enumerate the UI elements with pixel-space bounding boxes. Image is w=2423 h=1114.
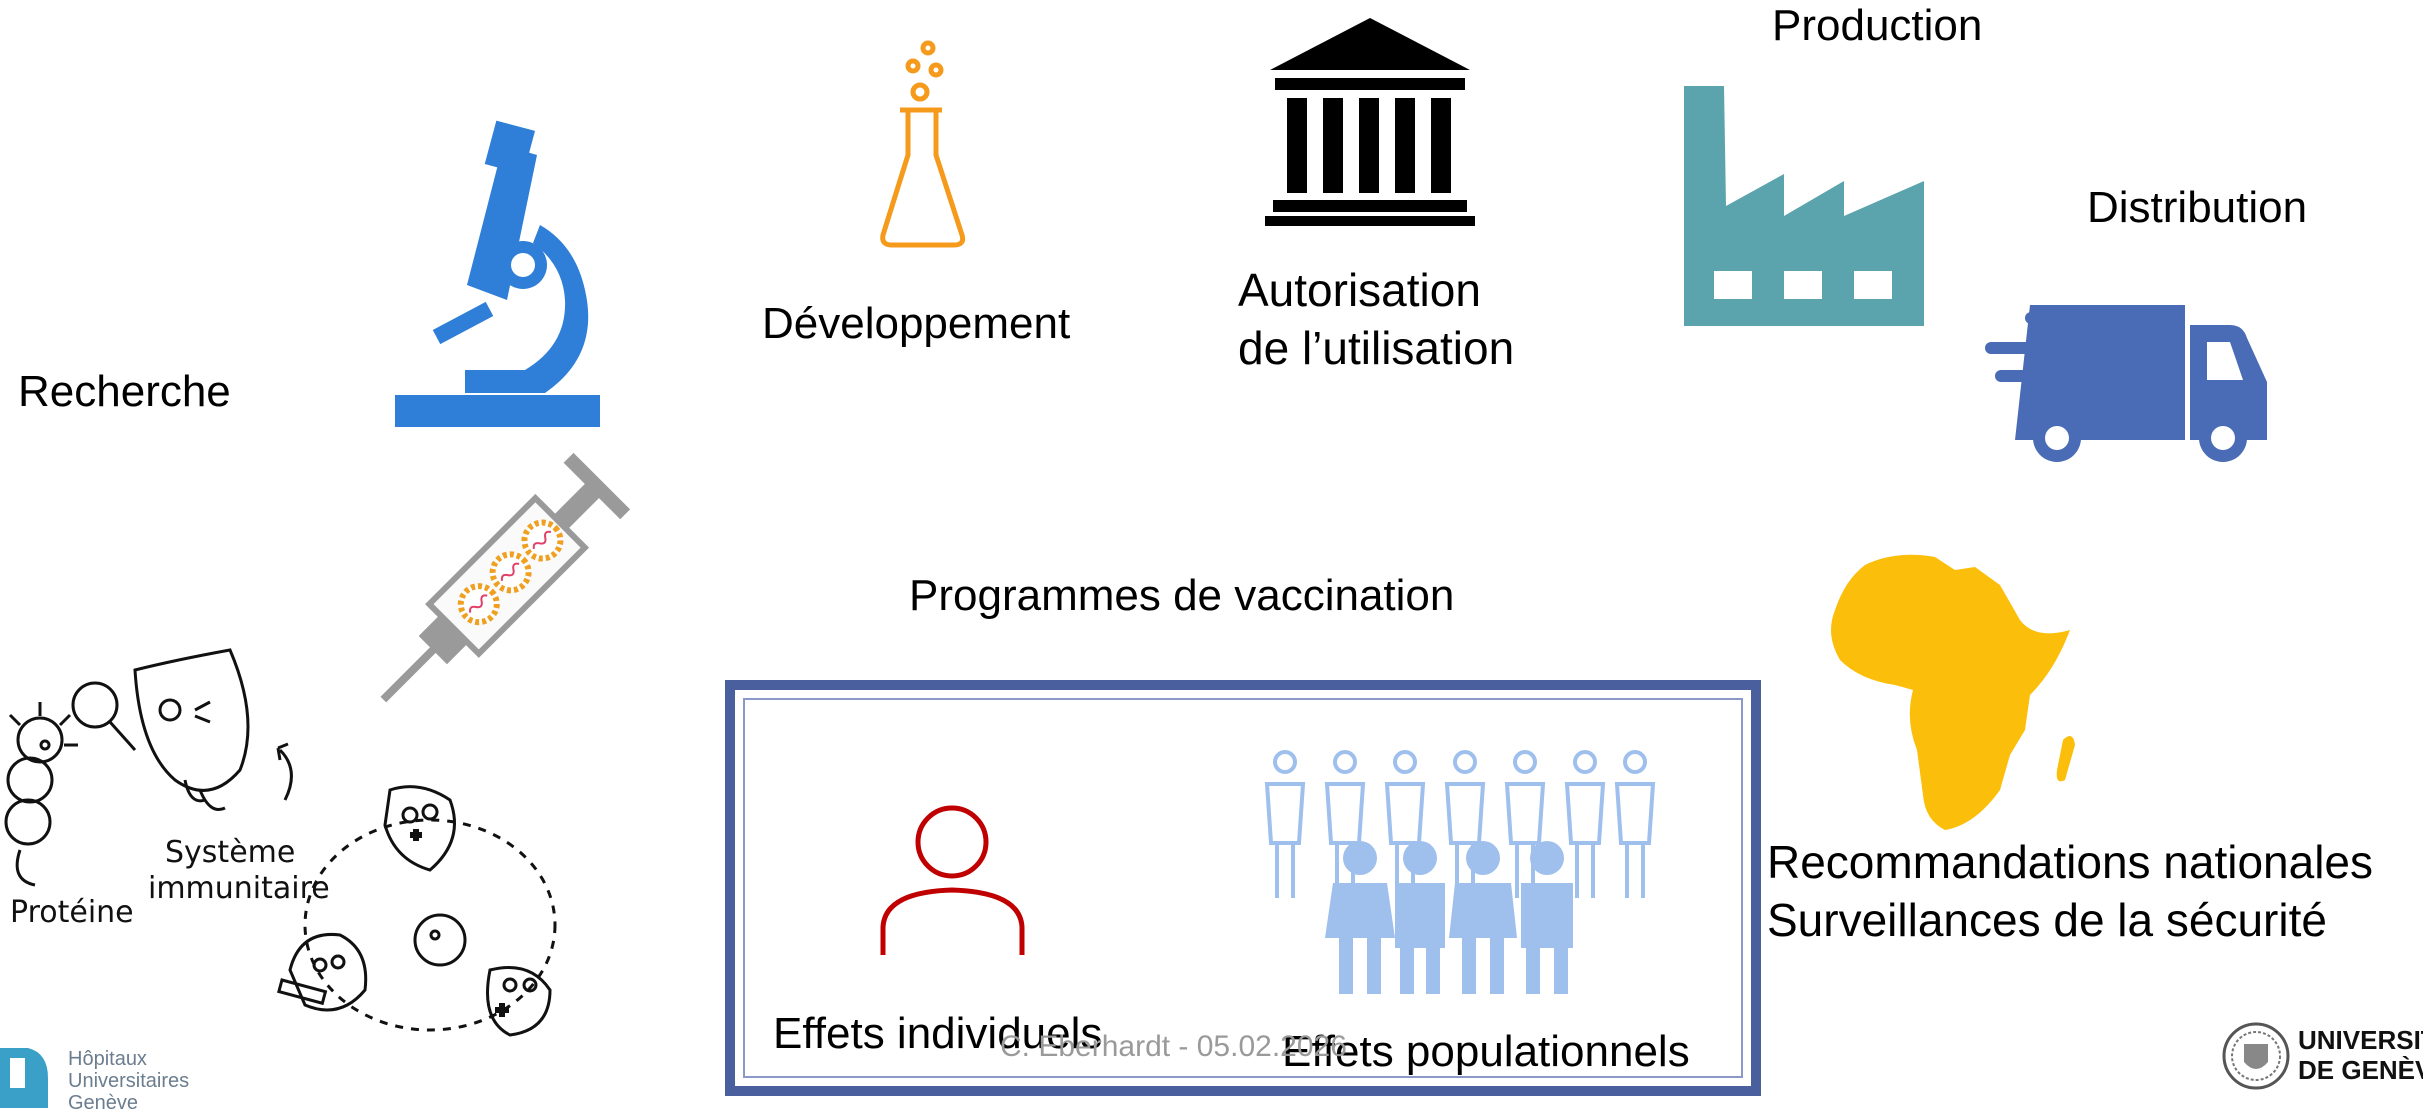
label-effets-individuels: Effets individuels xyxy=(773,1009,1103,1058)
label-production: Production xyxy=(1772,1,1983,50)
hug-logo: Hôpitaux Universitaires Genève xyxy=(0,1040,190,1114)
unige-line1: UNIVERSITÉ xyxy=(2298,1025,2423,1055)
hug-line2: Universitaires xyxy=(68,1070,190,1092)
label-autorisation-line1: Autorisation xyxy=(1238,264,1481,316)
label-autorisation: Autorisation de l’utilisation xyxy=(1238,262,1514,377)
immune-system-sketch: Système immunitaire Protéine xyxy=(4,648,330,930)
vaccination-effects-box xyxy=(725,680,1761,1096)
label-distribution: Distribution xyxy=(2087,183,2308,232)
factory-icon xyxy=(1684,86,1924,326)
label-developpement: Développement xyxy=(762,299,1071,348)
germs-sketch xyxy=(277,785,557,1037)
label-surveillances: Surveillances de la sécurité xyxy=(1767,893,2327,946)
sketch-label-proteine: Protéine xyxy=(10,895,134,930)
building-icon xyxy=(1265,18,1475,226)
footer-credit: C. Eberhardt - 05.02.2026 xyxy=(1000,1030,1347,1063)
label-effets-populationnels: Effets populationnels xyxy=(1282,1027,1690,1076)
hug-line1: Hôpitaux xyxy=(68,1048,147,1070)
population-icon xyxy=(1264,750,1656,994)
person-icon xyxy=(880,805,1025,955)
truck-icon xyxy=(1985,305,2267,462)
label-autorisation-line2: de l’utilisation xyxy=(1238,321,1515,374)
unige-logo-text: UNIVERSITÉ DE GENÈVE xyxy=(2298,1025,2423,1086)
africa-map-icon xyxy=(1831,554,2075,830)
sketch-label-systeme: Système xyxy=(165,835,295,870)
label-recommandations: Recommandations nationales xyxy=(1767,836,2374,888)
hug-line3: Genève xyxy=(68,1092,139,1114)
vaccination-effects-box-inner xyxy=(743,698,1743,1078)
syringe-icon xyxy=(380,452,631,703)
flask-icon xyxy=(880,40,966,248)
microscope-icon xyxy=(395,120,600,427)
unige-seal-icon xyxy=(2222,1022,2290,1090)
label-programmes: Programmes de vaccination xyxy=(909,571,1455,620)
hug-logo-text: Hôpitaux Universitaires Genève xyxy=(68,1048,189,1114)
sketch-label-immunitaire: immunitaire xyxy=(148,871,330,906)
label-recherche: Recherche xyxy=(18,367,231,416)
unige-logo: UNIVERSITÉ DE GENÈVE xyxy=(2220,1020,2423,1099)
hug-logo-mark xyxy=(0,1048,48,1108)
label-recommandations-surveillance: Recommandations nationales Surveillances… xyxy=(1767,834,2373,949)
unige-line2: DE GENÈVE xyxy=(2298,1054,2423,1085)
